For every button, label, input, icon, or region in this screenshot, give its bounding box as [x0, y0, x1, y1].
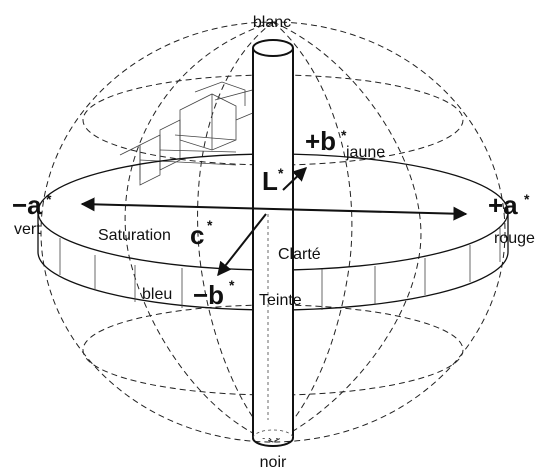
lightness-cylinder	[252, 39, 294, 447]
label-neg-b: −b	[193, 280, 224, 310]
label-saturation: Saturation	[98, 227, 171, 244]
c-arrow	[217, 213, 267, 277]
label-bleu: bleu	[142, 286, 172, 303]
label-teinte: Teinte	[259, 292, 302, 309]
label-pos-b: +b	[305, 126, 336, 156]
label-vert: vert	[14, 221, 41, 238]
label-pos-b-star: *	[341, 127, 347, 143]
label-l: L	[262, 166, 278, 196]
meridian-2	[272, 21, 422, 443]
meridian-1	[124, 21, 274, 443]
label-c-star: *	[207, 217, 213, 233]
label-clarte: Clarté	[278, 246, 321, 263]
b-plus-arrow	[282, 167, 308, 191]
a-axis-arrow	[80, 197, 468, 221]
label-neg-a: −a	[12, 190, 42, 220]
label-neg-b-star: *	[229, 277, 235, 293]
meridian-4	[272, 21, 353, 443]
label-rouge: rouge	[494, 230, 535, 247]
label-jaune: jaune	[345, 144, 385, 161]
label-pos-a: +a	[488, 190, 518, 220]
label-neg-a-star: *	[46, 191, 52, 207]
label-blanc: blanc	[253, 14, 291, 31]
label-l-star: *	[278, 165, 284, 181]
label-noir: noir	[260, 454, 287, 471]
label-c: c	[190, 220, 204, 250]
label-pos-a-star: *	[524, 191, 530, 207]
color-blocks	[119, 81, 261, 186]
